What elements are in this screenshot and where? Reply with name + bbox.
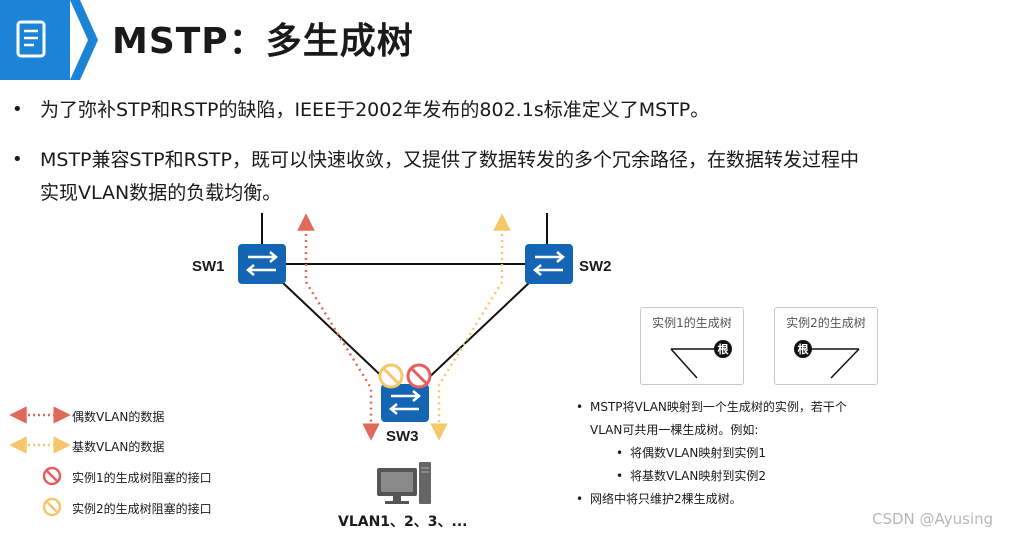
bullet-1-text: 为了弥补STP和RSTP的缺陷，IEEE于2002年发布的802.1s标准定义了… (40, 99, 710, 121)
link-sw2-sw3 (421, 281, 531, 385)
note-bullet: • (616, 469, 624, 483)
page-title: MSTP：多生成树 (112, 21, 414, 62)
switch-icon (381, 384, 429, 422)
note-1: MSTP将VLAN映射到一个生成树的实例，若干个 (590, 400, 847, 414)
blocked-icon (406, 363, 432, 389)
instance-2-title: 实例2的生成树 (786, 316, 866, 330)
note-row: • MSTP将VLAN映射到一个生成树的实例，若干个 (576, 396, 847, 419)
note-row: • 将偶数VLAN映射到实例1 (590, 442, 847, 465)
chevron-icon (70, 0, 98, 80)
bullet-1: • 为了弥补STP和RSTP的缺陷，IEEE于2002年发布的802.1s标准定… (12, 94, 710, 126)
note-row: • 将基数VLAN映射到实例2 (590, 465, 847, 488)
switch-icon (238, 244, 286, 284)
blocked-icon (42, 466, 62, 486)
bullet-mark: • (12, 149, 23, 170)
even-vlan-path (297, 213, 380, 441)
instance-1-title: 实例1的生成树 (652, 316, 732, 330)
sw3-label: SW3 (386, 428, 419, 445)
note-5: 网络中将只维护2棵生成树。 (590, 492, 742, 506)
watermark: CSDN @Ayusing (872, 510, 994, 528)
bullet-2: • MSTP兼容STP和RSTP，既可以快速收敛，又提供了数据转发的多个冗余路径… (12, 144, 859, 176)
document-icon (16, 20, 46, 58)
header-icon-box (0, 0, 70, 80)
legend-odd-label: 基数VLAN的数据 (72, 440, 165, 454)
note-row: • 网络中将只维护2棵生成树。 (576, 488, 847, 511)
bullet-2-text: MSTP兼容STP和RSTP，既可以快速收敛，又提供了数据转发的多个冗余路径，在… (40, 149, 859, 171)
root-node (794, 340, 812, 358)
note-bullet: • (576, 400, 584, 414)
instance-2-root: 根 (798, 342, 810, 356)
instance-2-tree: 根 (794, 340, 860, 379)
sw1-label: SW1 (192, 258, 225, 275)
instance-1-root: 根 (718, 342, 730, 356)
bullet-mark: • (12, 99, 23, 120)
legend-inst2-label: 实例2的生成树阻塞的接口 (72, 502, 212, 516)
bullet-2-continued: 实现VLAN数据的负载均衡。 (40, 177, 281, 209)
instance-1-box: 实例1的生成树 根 (640, 307, 744, 385)
instance-2-box: 实例2的生成树 根 (774, 307, 878, 385)
link-sw1-sw3 (281, 281, 391, 385)
note-4: 将基数VLAN映射到实例2 (630, 469, 766, 483)
odd-vlan-path (430, 213, 511, 441)
root-node (714, 340, 732, 358)
note-bullet: • (616, 446, 624, 460)
note-3: 将偶数VLAN映射到实例1 (630, 446, 766, 460)
vlan-label: VLAN1、2、3、... (338, 514, 468, 530)
instance-1-tree: 根 (670, 340, 732, 379)
blocked-icon (378, 363, 404, 389)
blocked-icon (42, 497, 62, 517)
note-row: VLAN可共用一棵生成树。例如: (590, 419, 847, 442)
notes: • MSTP将VLAN映射到一个生成树的实例，若干个 VLAN可共用一棵生成树。… (576, 396, 847, 511)
note-bullet: • (576, 492, 584, 506)
legend-inst1-label: 实例1的生成树阻塞的接口 (72, 471, 212, 485)
computer-icon (377, 462, 431, 504)
note-2: VLAN可共用一棵生成树。例如: (590, 423, 759, 437)
sw2-label: SW2 (579, 258, 612, 275)
switch-icon (525, 244, 573, 284)
bullet-2-text-cont: 实现VLAN数据的负载均衡。 (40, 182, 282, 204)
legend-even-label: 偶数VLAN的数据 (72, 410, 165, 424)
